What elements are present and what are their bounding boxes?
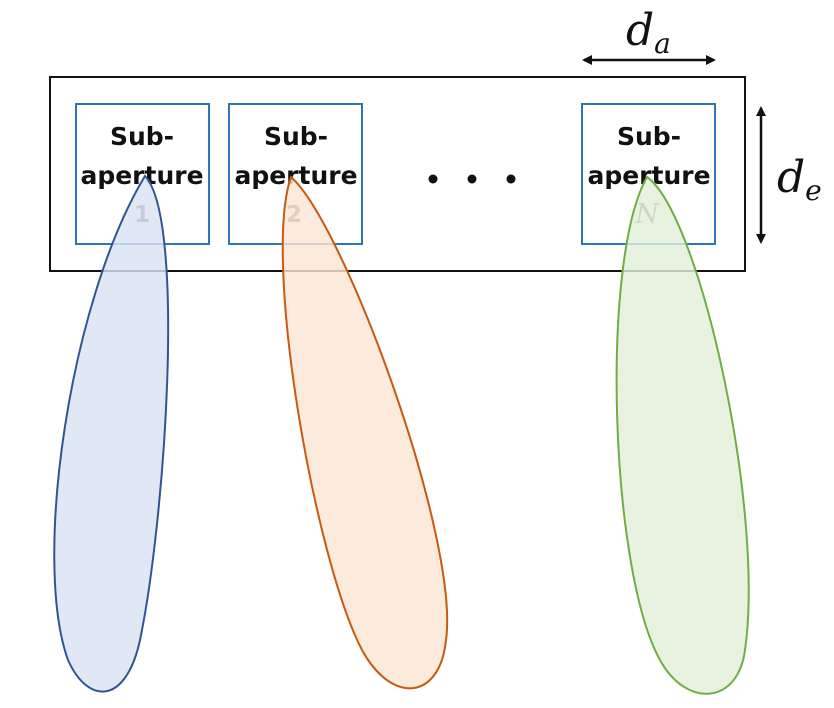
beam-lobe-1 bbox=[53, 174, 170, 693]
height-label: de bbox=[777, 152, 822, 207]
width-dimension: da bbox=[582, 5, 716, 65]
height-dimension: de bbox=[756, 106, 822, 244]
subaperture-label-line1: Sub- bbox=[110, 122, 174, 151]
beam-lobe-2 bbox=[281, 175, 449, 690]
ellipsis-dots bbox=[428, 174, 516, 184]
array-frame bbox=[49, 76, 746, 272]
width-label: da bbox=[626, 5, 671, 60]
subaperture-label-line1: Sub- bbox=[264, 122, 328, 151]
subaperture-label-line1: Sub- bbox=[617, 122, 681, 151]
beam-lobe-n bbox=[615, 175, 750, 695]
